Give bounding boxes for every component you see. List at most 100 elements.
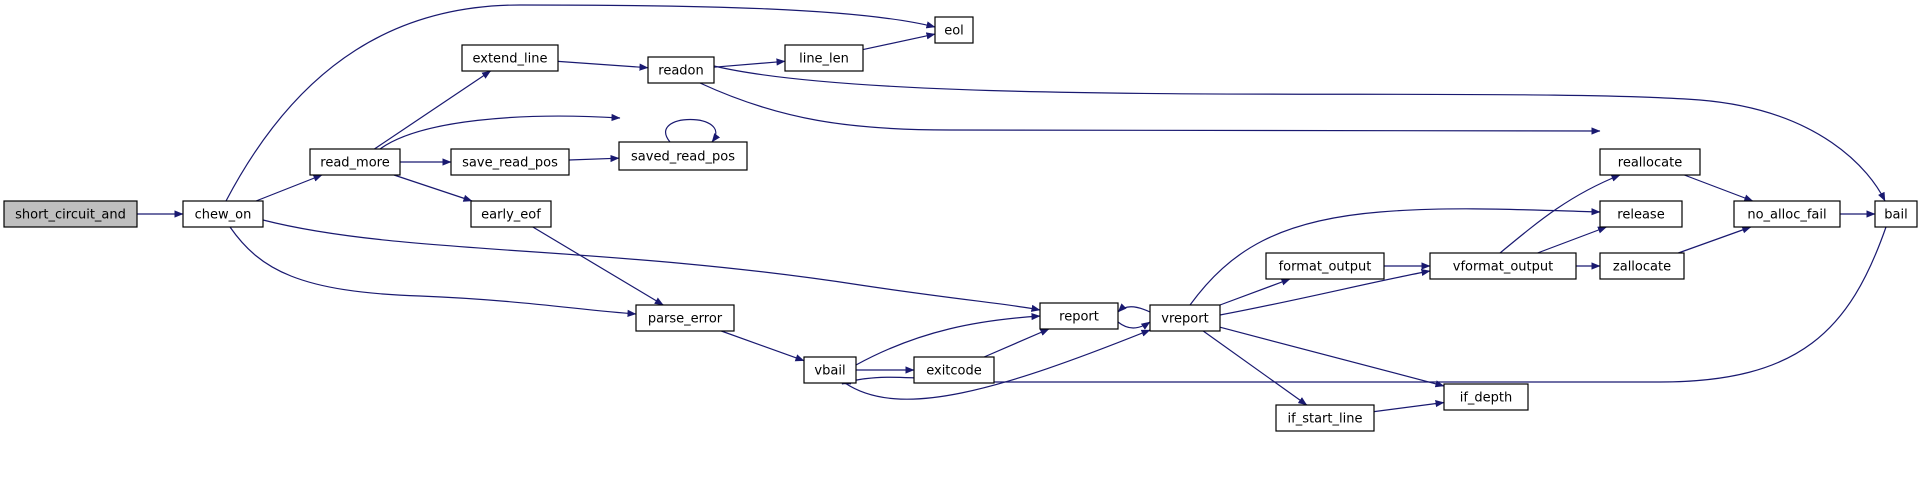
edge-chew_on-to-parse_error: [229, 226, 637, 317]
node-reallocate[interactable]: reallocate: [1599, 148, 1701, 176]
node-box: [1265, 252, 1385, 280]
edge-if_start_line-to-if_depth: [1373, 400, 1445, 413]
edge-vformat_output-to-release: [1537, 226, 1607, 254]
node-line-len[interactable]: line_len: [784, 44, 864, 72]
edges: [137, 4, 1887, 413]
edge-vreport-to-if_start_line: [1202, 330, 1308, 406]
edge-parse_error-to-vbail: [721, 330, 805, 362]
node-box: [803, 356, 857, 384]
edge-chew_on-to-read_more: [255, 174, 323, 202]
node-extend-line[interactable]: extend_line: [461, 44, 559, 72]
edge-vbail-to-report: [855, 312, 1041, 366]
edge-read_more-to-early_eof: [393, 174, 473, 202]
node-label: read_more: [320, 156, 389, 171]
edge-line_len-to-eol: [862, 32, 936, 51]
node-label: reallocate: [1618, 156, 1682, 171]
edge-readon-to-line_len: [713, 58, 786, 68]
node-if-start-line[interactable]: if_start_line: [1275, 404, 1375, 432]
edge-exitcode-to-report: [983, 328, 1050, 358]
edge-bail-to-vbail: [841, 226, 1887, 385]
node-box: [1733, 200, 1841, 228]
node-label: early_eof: [481, 208, 541, 223]
node-label: save_read_pos: [462, 156, 558, 171]
node-box: [450, 148, 570, 176]
node-parse-error[interactable]: parse_error: [635, 304, 735, 332]
edge-save_read_pos-to-saved_read_pos: [568, 154, 620, 163]
node-box: [1429, 252, 1577, 280]
node-box: [913, 356, 995, 384]
node-report[interactable]: report: [1039, 302, 1119, 330]
edge-read_more-to-saved_read_pos: [379, 113, 621, 150]
edge-chew_on-to-report: [262, 219, 1041, 312]
node-box: [1874, 200, 1918, 228]
node-format-output[interactable]: format_output: [1265, 252, 1385, 280]
node-release[interactable]: release: [1599, 200, 1683, 228]
edge-early_eof-to-parse_error: [532, 226, 664, 306]
node-chew-on[interactable]: chew_on: [182, 200, 264, 228]
node-label: exitcode: [926, 364, 982, 379]
node-box: [1599, 252, 1685, 280]
edge-reallocate-to-no_alloc_fail: [1684, 174, 1754, 202]
node-vbail[interactable]: vbail: [803, 356, 857, 384]
node-box: [1039, 302, 1119, 330]
node-vreport[interactable]: vreport: [1149, 304, 1221, 332]
node-label: release: [1617, 208, 1664, 223]
node-read-more[interactable]: read_more: [309, 148, 401, 176]
node-label: bail: [1884, 208, 1907, 223]
node-if-depth[interactable]: if_depth: [1443, 383, 1529, 411]
edge-chew_on-to-eol: [225, 4, 936, 202]
edge-vformat_output-to-reallocate: [1499, 174, 1621, 254]
node-label: report: [1059, 310, 1099, 325]
node-label: format_output: [1279, 260, 1372, 275]
node-box: [934, 16, 974, 44]
node-label: parse_error: [648, 312, 723, 327]
node-label: readon: [658, 64, 703, 79]
node-short-circuit-and[interactable]: short_circuit_and: [3, 200, 138, 228]
edge-vreport-to-if_depth: [1219, 326, 1445, 388]
node-zallocate[interactable]: zallocate: [1599, 252, 1685, 280]
node-box: [1599, 200, 1683, 228]
node-box: [635, 304, 735, 332]
node-box: [618, 141, 748, 171]
edge-zallocate-to-no_alloc_fail: [1678, 226, 1752, 254]
node-save-read-pos[interactable]: save_read_pos: [450, 148, 570, 176]
edge-vbail-to-vreport: [844, 329, 1151, 400]
node-saved-read-pos[interactable]: saved_read_pos: [618, 141, 748, 171]
node-box: [1275, 404, 1375, 432]
node-label: chew_on: [195, 208, 252, 223]
edge-extend_line-to-readon: [557, 60, 649, 71]
edge-readon-to-bail: [713, 65, 1886, 202]
node-exitcode[interactable]: exitcode: [913, 356, 995, 384]
node-readon[interactable]: readon: [647, 56, 715, 84]
edge-vreport-to-release: [1189, 208, 1601, 306]
node-eol[interactable]: eol: [934, 16, 974, 44]
node-box: [647, 56, 715, 84]
node-box: [1149, 304, 1221, 332]
node-label: eol: [944, 24, 964, 39]
node-label: zallocate: [1613, 260, 1671, 275]
edge-vreport-to-report: [1117, 303, 1151, 313]
node-box: [470, 200, 552, 228]
node-bail[interactable]: bail: [1874, 200, 1918, 228]
edge-report-to-vreport: [1117, 321, 1151, 330]
node-label: extend_line: [472, 52, 547, 67]
edge-read_more-to-extend_line: [374, 70, 491, 150]
node-box: [182, 200, 264, 228]
node-box: [309, 148, 401, 176]
node-label: line_len: [799, 52, 849, 67]
node-early-eof[interactable]: early_eof: [470, 200, 552, 228]
node-label: no_alloc_fail: [1747, 208, 1826, 223]
node-label: saved_read_pos: [631, 150, 735, 165]
node-box: [461, 44, 559, 72]
node-vformat-output[interactable]: vformat_output: [1429, 252, 1577, 280]
node-label: vbail: [814, 364, 845, 379]
edge-vreport-to-vformat_output: [1219, 268, 1431, 316]
node-label: vreport: [1161, 312, 1208, 327]
node-box: [3, 200, 138, 228]
node-box: [784, 44, 864, 72]
node-no-alloc-fail[interactable]: no_alloc_fail: [1733, 200, 1841, 228]
node-label: vformat_output: [1453, 260, 1553, 275]
edge-saved_read_pos-to-saved_read_pos: [665, 119, 721, 143]
nodes: short_circuit_and chew_on eol read_morerepo…: [3, 16, 1918, 432]
